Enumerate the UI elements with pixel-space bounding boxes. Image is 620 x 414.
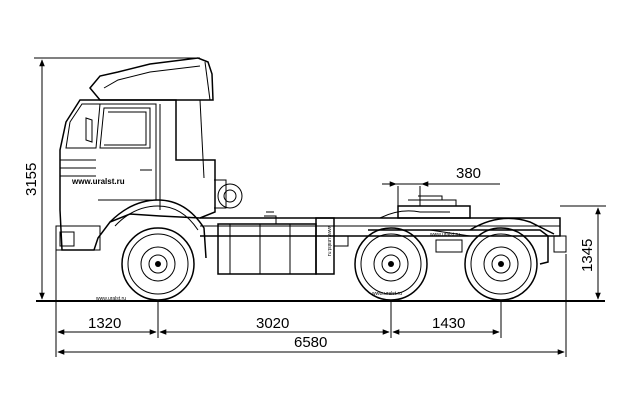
rear-tire-watermark: www.uralst.ru — [372, 291, 402, 297]
wheelbase-label: 3020 — [256, 315, 289, 332]
ground-watermark: www.uralst.ru — [96, 296, 126, 302]
truck-body — [55, 57, 567, 275]
overall-height-label: 3155 — [23, 163, 40, 196]
overall-length-label: 6580 — [294, 334, 327, 351]
rear-wheel-2 — [464, 227, 538, 301]
fifth-wheel-offset-label: 380 — [456, 165, 481, 182]
tank-watermark: www.uralst.ru — [326, 226, 332, 256]
rear-wheel-1 — [354, 227, 428, 301]
rear-axle-spacing-label: 1430 — [432, 315, 465, 332]
front-wheel — [121, 227, 195, 301]
front-overhang-label: 1320 — [88, 315, 121, 332]
rear-frame-watermark: www.uralst.ru — [430, 232, 460, 238]
cab-watermark: www.uralst.ru — [71, 177, 125, 186]
fifth-wheel-height-label: 1345 — [579, 239, 596, 272]
dimension-lines — [34, 57, 606, 357]
